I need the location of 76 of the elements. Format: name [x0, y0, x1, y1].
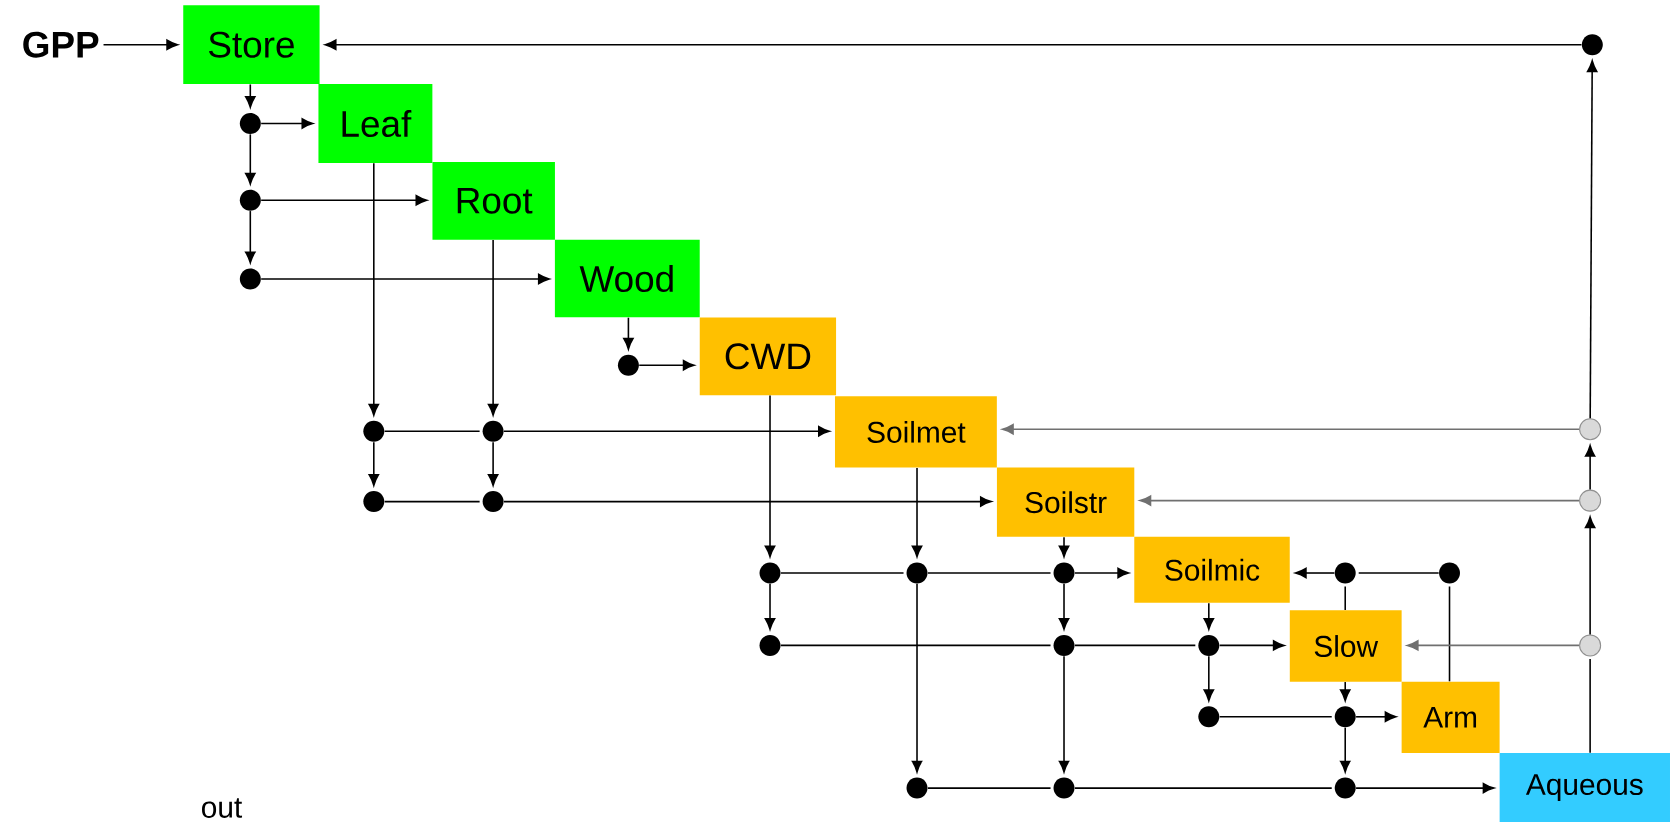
arrow	[368, 441, 380, 487]
arrow	[1074, 567, 1130, 579]
arrow	[368, 162, 380, 416]
junction-dot	[363, 420, 385, 442]
arrow	[1586, 60, 1598, 419]
arrow	[1294, 567, 1336, 579]
arrow	[1001, 423, 1580, 435]
junction-dot	[1579, 489, 1602, 512]
pool-box: Slow	[1289, 610, 1402, 682]
pool-box: Soilstr	[996, 467, 1135, 537]
junction-dot	[239, 189, 261, 211]
junction-dot	[1581, 34, 1603, 56]
pool-box: Soilmic	[1134, 536, 1290, 603]
arrow	[1584, 444, 1596, 491]
pool-box: Wood	[554, 239, 700, 318]
junction-dot	[1198, 634, 1220, 656]
junction-dot	[1198, 706, 1220, 728]
arrow	[623, 316, 634, 350]
junction-dot	[906, 562, 928, 584]
arrow	[1139, 495, 1580, 506]
junction-dot	[1579, 418, 1602, 441]
junction-dot	[482, 491, 504, 513]
junction-dot	[1579, 634, 1602, 657]
junction-dot	[1439, 562, 1460, 584]
arrow	[1058, 536, 1070, 558]
arrow	[324, 39, 1583, 50]
arrow	[764, 394, 776, 558]
junction-dot	[617, 354, 639, 376]
junction-dot	[482, 420, 504, 442]
arrow	[911, 467, 923, 558]
arrow	[1203, 655, 1215, 702]
arrow	[1355, 711, 1397, 723]
arrow	[1406, 640, 1580, 651]
arrow	[487, 239, 499, 416]
arrow	[245, 133, 256, 185]
pool-box: Soilmet	[834, 396, 997, 468]
arrow	[1339, 681, 1351, 702]
pool-box: Root	[432, 161, 555, 240]
arrow	[487, 441, 499, 487]
arrow	[638, 360, 695, 371]
arrow	[1058, 655, 1070, 773]
arrow	[1355, 782, 1495, 794]
arrow	[503, 496, 992, 507]
input-label: GPP	[23, 31, 99, 58]
arrow	[260, 194, 428, 206]
pool-box: CWD	[699, 317, 837, 396]
arrow	[260, 273, 550, 285]
arrow	[1584, 516, 1596, 636]
junction-dot	[363, 491, 385, 513]
junction-dot	[1334, 562, 1356, 584]
junction-dot	[906, 777, 928, 799]
arrow	[1218, 640, 1285, 651]
arrow	[764, 583, 776, 630]
junction-dot	[1053, 777, 1075, 799]
pool-box: Arm	[1401, 681, 1500, 753]
junction-dot	[1334, 777, 1356, 799]
arrow	[1203, 602, 1215, 630]
pool-box: Leaf	[318, 84, 433, 163]
junction-dot	[759, 562, 781, 584]
arrow	[245, 210, 256, 264]
junction-dot	[239, 113, 261, 134]
junction-dot	[1053, 562, 1075, 584]
pool-box: Store	[183, 5, 320, 85]
junction-dot	[759, 634, 781, 656]
arrow	[911, 583, 923, 773]
label-text: out	[202, 798, 243, 818]
pool-box: Aqueous	[1499, 753, 1670, 822]
arrow	[245, 83, 256, 108]
arrow	[1058, 583, 1070, 630]
arrow	[1339, 726, 1351, 773]
arrow	[260, 118, 314, 129]
junction-dot	[239, 268, 261, 290]
arrow	[102, 39, 179, 50]
junction-dot	[1334, 706, 1356, 728]
arrow	[503, 426, 830, 437]
junction-dot	[1053, 634, 1075, 656]
